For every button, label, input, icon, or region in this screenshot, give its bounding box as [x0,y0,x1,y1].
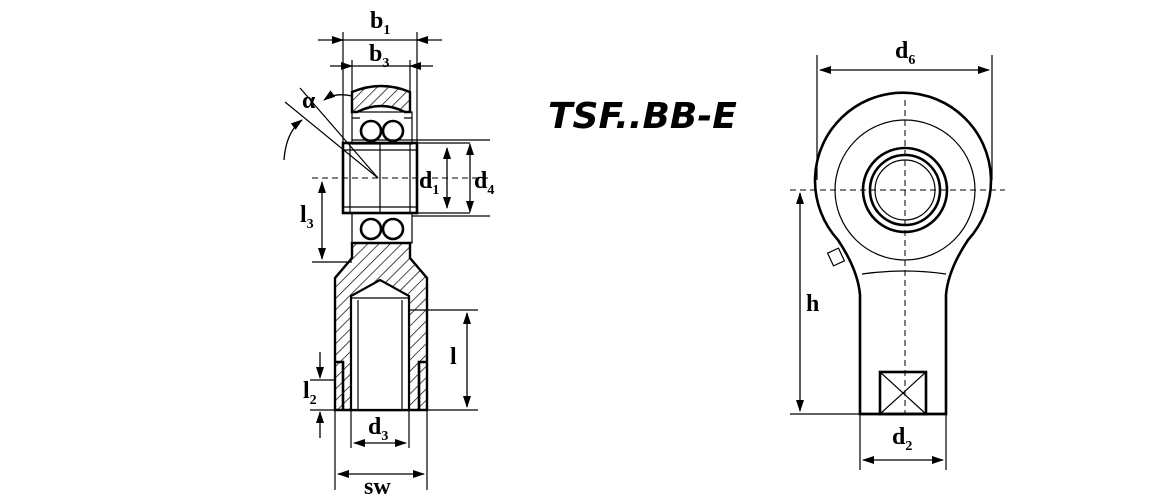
body-base-step [335,360,427,410]
section-view [283,32,490,490]
alpha-arc-lower [283,119,303,161]
product-title: TSF..BB-E [548,96,737,137]
label-l3: l3 [300,202,314,232]
label-h: h [806,291,819,317]
neck-transition [861,270,947,275]
ball-bottom-right [381,217,405,241]
outer-ring-top [350,84,412,114]
alpha-line-2 [284,101,379,179]
alpha-arc [323,90,353,101]
label-l2: l2 [303,378,317,408]
race-top [352,117,412,141]
thread-bore [349,278,411,412]
ball-top-right [381,119,405,143]
grease-nipple [826,247,846,267]
label-d3: d3 [368,414,388,444]
side-view [790,55,1005,470]
ball-top-left [359,119,383,143]
ball-bottom-left [359,217,383,241]
label-d6: d6 [895,38,915,68]
label-d1: d1 [419,168,439,198]
wrench-flat-diag-2 [879,371,927,415]
wrench-flat [878,370,928,416]
label-l: l [450,344,457,370]
label-b3: b3 [369,41,389,71]
label-d2: d2 [892,424,912,454]
alpha-line-1 [299,87,379,179]
label-alpha: α [302,88,316,114]
label-d4: d4 [474,168,494,198]
label-sw: sw [364,474,391,500]
rod-end-outline [813,91,993,416]
label-b1: b1 [370,8,390,38]
